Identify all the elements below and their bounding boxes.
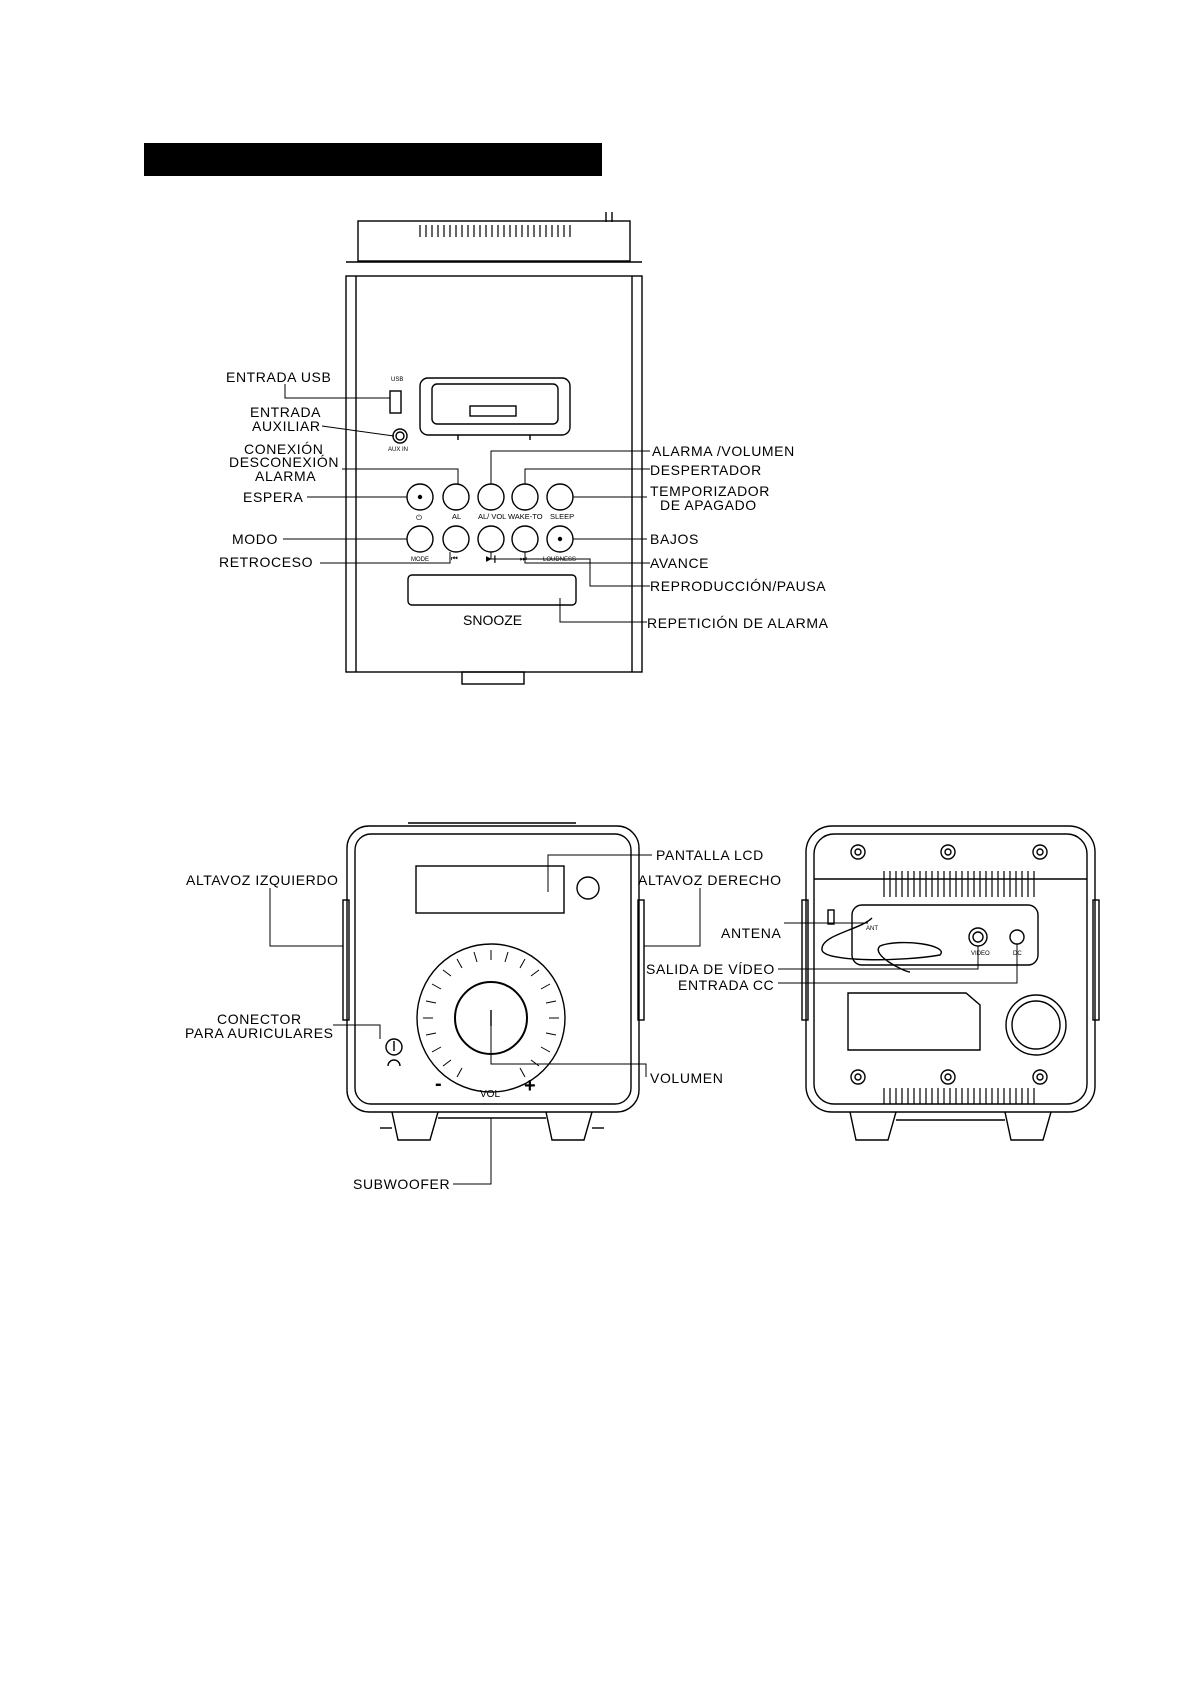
btn-label-play-pause: ▶❙ — [486, 554, 498, 563]
ipod-dock — [419, 377, 571, 440]
btn-label-prev: ⏮ — [451, 554, 458, 563]
callout-lcd: PANTALLA LCD — [656, 847, 764, 863]
section-title-bar — [144, 143, 602, 176]
video-label: VIDEO — [971, 951, 990, 957]
btn-label-loudness: LOUDNESS — [543, 557, 576, 563]
ant-label: ANT — [866, 926, 878, 932]
aux-port-label: AUX IN — [388, 447, 408, 453]
callout-standby: ESPERA — [243, 489, 303, 505]
callout-subwoofer: SUBWOOFER — [353, 1176, 450, 1192]
button-row-2 — [406, 525, 574, 553]
btn-label-next: ⏭ — [520, 554, 527, 563]
callout-play-pause: REPRODUCCIÓN/PAUSA — [650, 578, 826, 594]
btn-label-sleep: SLEEP — [550, 512, 574, 521]
callout-dc-in: ENTRADA CC — [678, 977, 774, 993]
back-vent-grille-bottom — [883, 1088, 1035, 1104]
figure-background — [173, 214, 1103, 1199]
usb-port-label: USB — [391, 377, 403, 383]
vol-label: VOL — [480, 1089, 500, 1100]
front-view-labels: - + VOL PANTALLA LCD ALTAVOZ IZQUIERDO A… — [185, 847, 782, 1192]
video-jack — [968, 927, 988, 947]
power-icon: ⏻ — [416, 513, 423, 522]
callout-forward: AVANCE — [650, 555, 709, 571]
callout-headphone-1: CONECTOR — [217, 1011, 302, 1027]
top-grille-housing — [357, 220, 631, 262]
callout-left-speaker: ALTAVOZ IZQUIERDO — [186, 872, 339, 888]
snooze-bar — [407, 574, 577, 606]
callout-aux-1: ENTRADA — [250, 404, 321, 420]
callout-aux-2: AUXILIAR — [252, 418, 321, 434]
ir-sensor — [576, 876, 600, 900]
bottom-stand — [461, 671, 525, 685]
top-view-labels: USB AUX IN ⏻ AL AL/ VOL WAKE-TO SLEEP MO… — [219, 369, 829, 631]
callout-alarm-volume: ALARMA /VOLUMEN — [652, 443, 795, 459]
callout-usb: ENTRADA USB — [226, 369, 331, 385]
label-plate — [847, 992, 981, 1051]
callout-antenna: ANTENA — [721, 925, 781, 941]
callout-snooze: REPETICIÓN DE ALARMA — [647, 615, 829, 631]
front-view — [269, 822, 701, 1185]
vol-minus-label: - — [435, 1073, 442, 1095]
btn-label-mode: MODE — [411, 557, 429, 563]
callout-headphone-2: PARA AURICULARES — [185, 1025, 334, 1041]
callout-sleep-1: TEMPORIZADOR — [650, 483, 770, 499]
back-view-leader-lines — [778, 922, 1018, 984]
btn-label-wake-to: WAKE-TO — [508, 512, 543, 521]
front-view-body — [346, 825, 640, 1113]
back-view-labels: ANT VIDEO DC ANTENA SALIDA DE VÍDEO ENTR… — [646, 925, 1022, 993]
callout-alarm-onoff-1: CONEXIÓN — [244, 441, 323, 457]
top-view-leader-lines — [283, 384, 650, 623]
screw-icon — [850, 844, 1048, 1085]
top-view — [283, 212, 650, 685]
btn-label-al: AL — [452, 512, 461, 521]
top-vent-grille — [419, 225, 571, 237]
front-feet — [380, 1111, 604, 1141]
callout-right-speaker: ALTAVOZ DERECHO — [638, 872, 782, 888]
callout-rewind: RETROCESO — [219, 554, 313, 570]
button-row-1 — [406, 483, 574, 511]
front-view-leader-lines — [269, 854, 701, 1185]
back-view — [778, 825, 1100, 1141]
callout-sleep-2: DE APAGADO — [660, 497, 757, 513]
dc-label: DC — [1013, 951, 1022, 957]
aux-jack-icon — [392, 428, 408, 444]
callout-video-out: SALIDA DE VÍDEO — [646, 961, 775, 977]
callout-volume: VOLUMEN — [650, 1070, 723, 1086]
volume-knob-icon — [416, 943, 566, 1093]
connector-panel — [851, 904, 1039, 966]
btn-label-al-vol: AL/ VOL — [478, 512, 506, 521]
callout-wake: DESPERTADOR — [650, 462, 762, 478]
callout-bass: BAJOS — [650, 531, 699, 547]
callout-alarm-onoff-3: ALARMA — [255, 468, 316, 484]
callout-alarm-onoff-2: DESCONEXIÓN — [229, 454, 339, 470]
antenna-wire — [821, 917, 942, 973]
back-vent-grille-top — [883, 871, 1035, 897]
lcd-screen — [415, 865, 565, 914]
snooze-label: SNOOZE — [463, 612, 522, 628]
bass-port — [1005, 994, 1067, 1056]
usb-port-icon — [389, 390, 402, 414]
dc-jack — [1009, 929, 1025, 945]
headphone-icon — [385, 1038, 403, 1067]
callout-mode: MODO — [232, 531, 278, 547]
vol-plus-label: + — [524, 1075, 536, 1097]
